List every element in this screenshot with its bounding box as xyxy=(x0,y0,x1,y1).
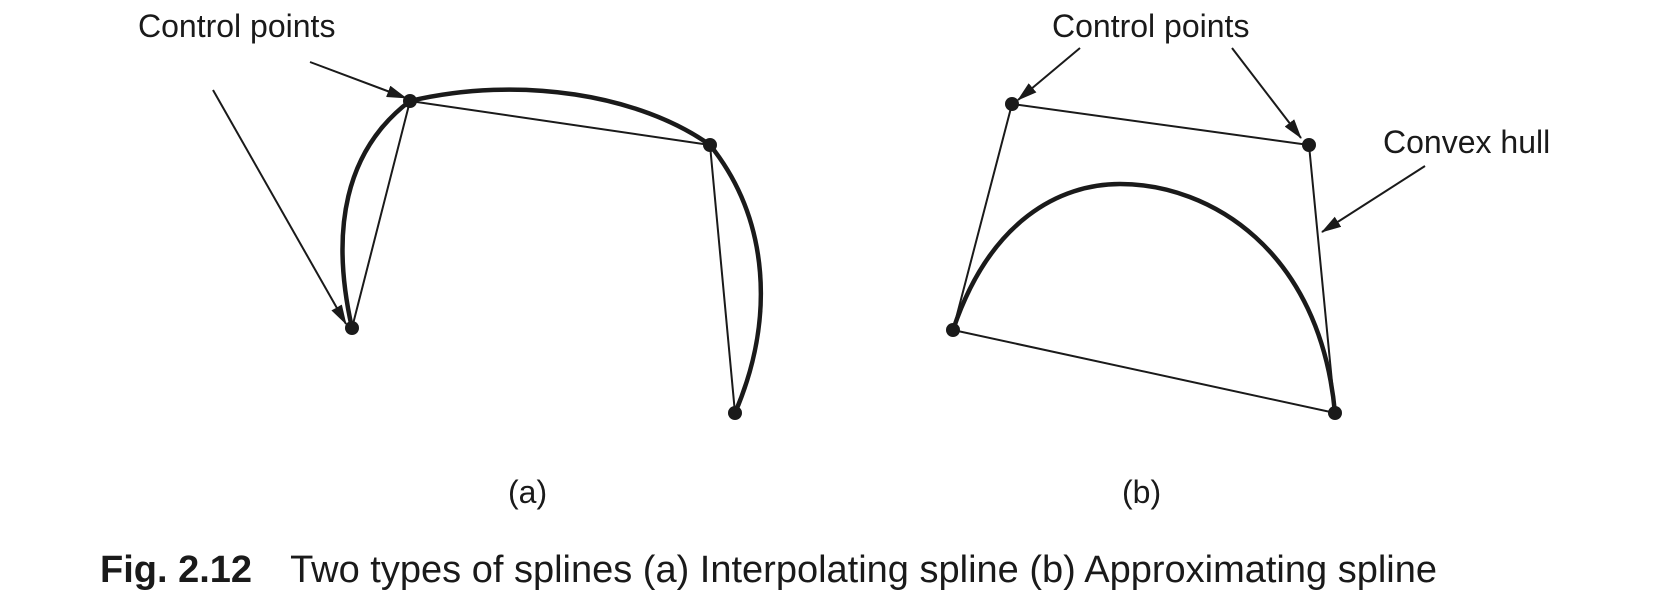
panel-a-control-point xyxy=(345,321,359,335)
panel-b-control-point xyxy=(1005,97,1019,111)
figure-caption: Fig. 2.12 Two types of splines (a) Interp… xyxy=(100,549,1437,591)
panel-b-control-point xyxy=(1328,406,1342,420)
panel-b-arrow-hull xyxy=(1321,165,1426,233)
panel-b-control-point xyxy=(946,323,960,337)
panel-a-sublabel: (a) xyxy=(508,474,547,510)
panel-a-control-point xyxy=(403,94,417,108)
panel-b-sublabel: (b) xyxy=(1122,474,1161,510)
panel-a-control-polygon xyxy=(351,99,736,414)
panel-a-control-points-label: Control points xyxy=(138,8,335,44)
panel-b-approximating-curve xyxy=(950,181,1338,414)
panel-a-interpolating-curve xyxy=(340,87,764,414)
panel-b-arrow-right xyxy=(1231,47,1302,139)
panel-b-control-point xyxy=(1302,138,1316,152)
panel-a-control-point xyxy=(728,406,742,420)
panel-b-arrow-left xyxy=(1017,47,1081,101)
panel-b-control-points-label: Control points xyxy=(1052,8,1249,44)
caption-text: Two types of splines (a) Interpolating s… xyxy=(290,549,1437,591)
caption-number: Fig. 2.12 xyxy=(100,549,252,591)
panel-a: Control points (a) xyxy=(138,8,764,510)
panel-b-convex-hull-label: Convex hull xyxy=(1383,124,1550,160)
panel-a-arrow-upper xyxy=(309,61,407,99)
panel-a-arrow-lower xyxy=(212,89,347,325)
panel-a-control-point xyxy=(703,138,717,152)
panel-b: Control points Convex hull (b) xyxy=(946,8,1550,510)
